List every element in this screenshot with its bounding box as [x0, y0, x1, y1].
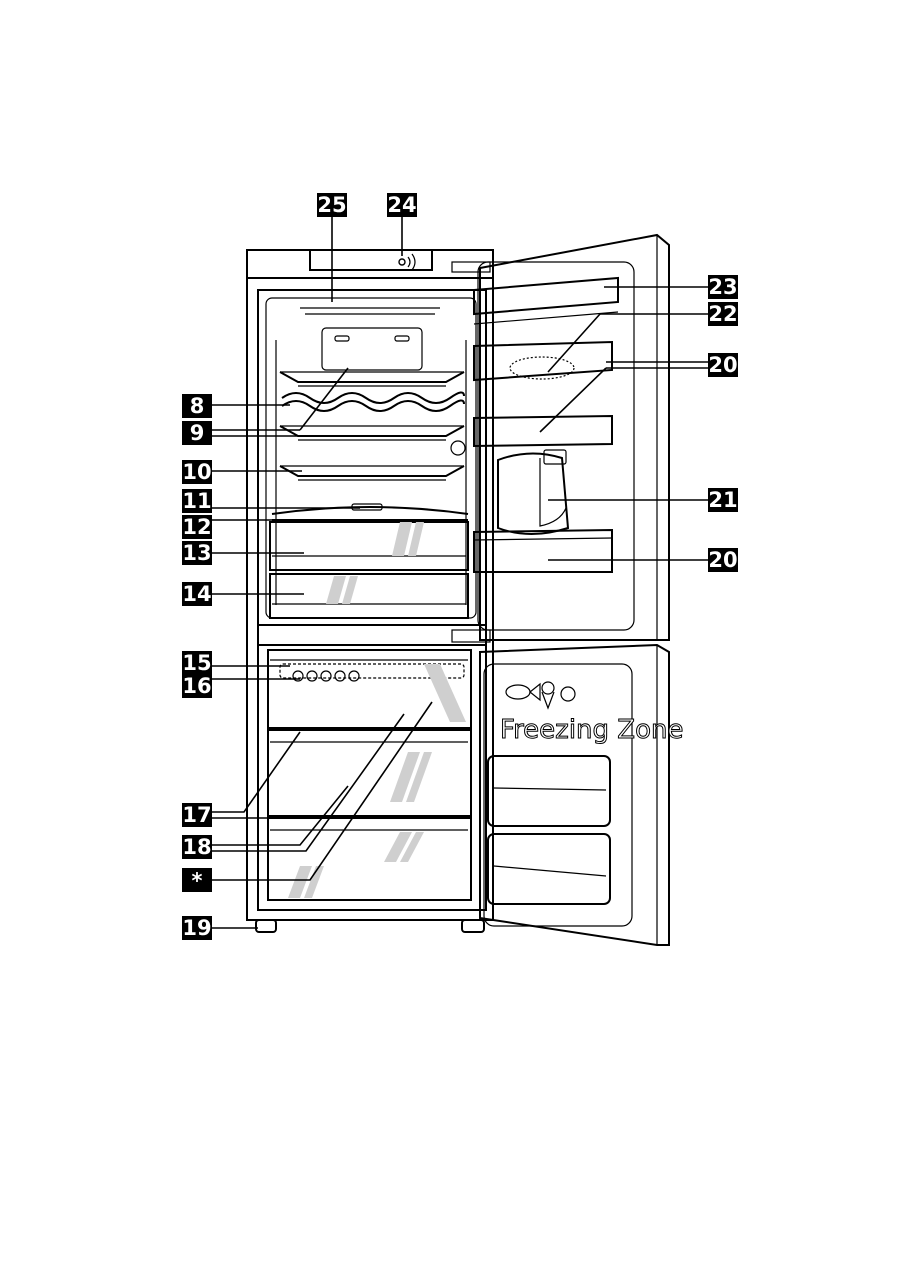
glass-shelf-middle	[280, 426, 465, 455]
ice-cream-icon	[542, 682, 554, 708]
svg-text:15: 15	[182, 651, 211, 675]
water-dispenser-tank	[498, 450, 568, 534]
svg-text:14: 14	[182, 582, 211, 606]
freezing-zone-label: Freezing Zone	[500, 715, 684, 745]
svg-text:*: *	[192, 869, 203, 893]
svg-text:24: 24	[387, 193, 416, 217]
wine-rack	[282, 392, 464, 411]
svg-text:11: 11	[182, 489, 211, 513]
freezer-door: Freezing Zone	[480, 645, 684, 945]
label-18: 18	[182, 835, 212, 859]
adjustable-feet	[256, 920, 484, 932]
label-20-upper: 20	[708, 353, 738, 377]
svg-text:16: 16	[182, 674, 211, 698]
svg-text:20: 20	[708, 353, 737, 377]
glass-shelf-lower	[280, 466, 464, 480]
label-21: 21	[708, 488, 738, 512]
label-star: *	[182, 868, 212, 893]
fish-icon	[506, 684, 540, 700]
svg-text:10: 10	[182, 460, 211, 484]
freezer-door-bin-lower	[488, 834, 610, 904]
air-duct	[322, 328, 422, 370]
freezer-door-bin-upper	[488, 756, 610, 826]
svg-text:23: 23	[708, 275, 737, 299]
meat-icon	[561, 687, 575, 701]
label-23: 23	[708, 275, 738, 299]
svg-text:21: 21	[708, 488, 737, 512]
svg-text:13: 13	[182, 541, 211, 565]
svg-text:20: 20	[708, 548, 737, 572]
label-25: 25	[317, 193, 347, 217]
label-14: 14	[182, 582, 212, 606]
door-bin-upper	[474, 342, 612, 380]
svg-text:17: 17	[182, 803, 211, 827]
label-13: 13	[182, 541, 212, 565]
svg-text:12: 12	[182, 515, 211, 539]
svg-text:22: 22	[708, 302, 737, 326]
label-11: 11	[182, 489, 212, 513]
label-20-lower: 20	[708, 548, 738, 572]
fridge-door	[474, 235, 669, 640]
freezer-compartment	[258, 645, 486, 910]
label-8: 8	[182, 394, 212, 418]
fridge-cabinet	[247, 250, 493, 920]
label-10: 10	[182, 460, 212, 484]
crisper-drawers	[270, 522, 468, 618]
label-9: 9	[182, 421, 212, 445]
label-16: 16	[182, 674, 212, 698]
label-22: 22	[708, 302, 738, 326]
svg-text:8: 8	[190, 394, 205, 418]
label-15: 15	[182, 651, 212, 675]
svg-text:19: 19	[182, 916, 211, 940]
glass-shelf-top	[280, 372, 464, 386]
svg-text:18: 18	[182, 835, 211, 859]
sound-icon	[399, 254, 415, 270]
svg-text:25: 25	[317, 193, 346, 217]
label-12: 12	[182, 515, 212, 539]
label-17: 17	[182, 803, 212, 827]
label-24: 24	[387, 193, 417, 217]
door-bin-middle	[474, 416, 612, 446]
door-bin-lower	[474, 530, 612, 572]
svg-text:9: 9	[190, 421, 205, 445]
label-19: 19	[182, 916, 212, 940]
crisper-cover-shelf	[272, 504, 468, 520]
